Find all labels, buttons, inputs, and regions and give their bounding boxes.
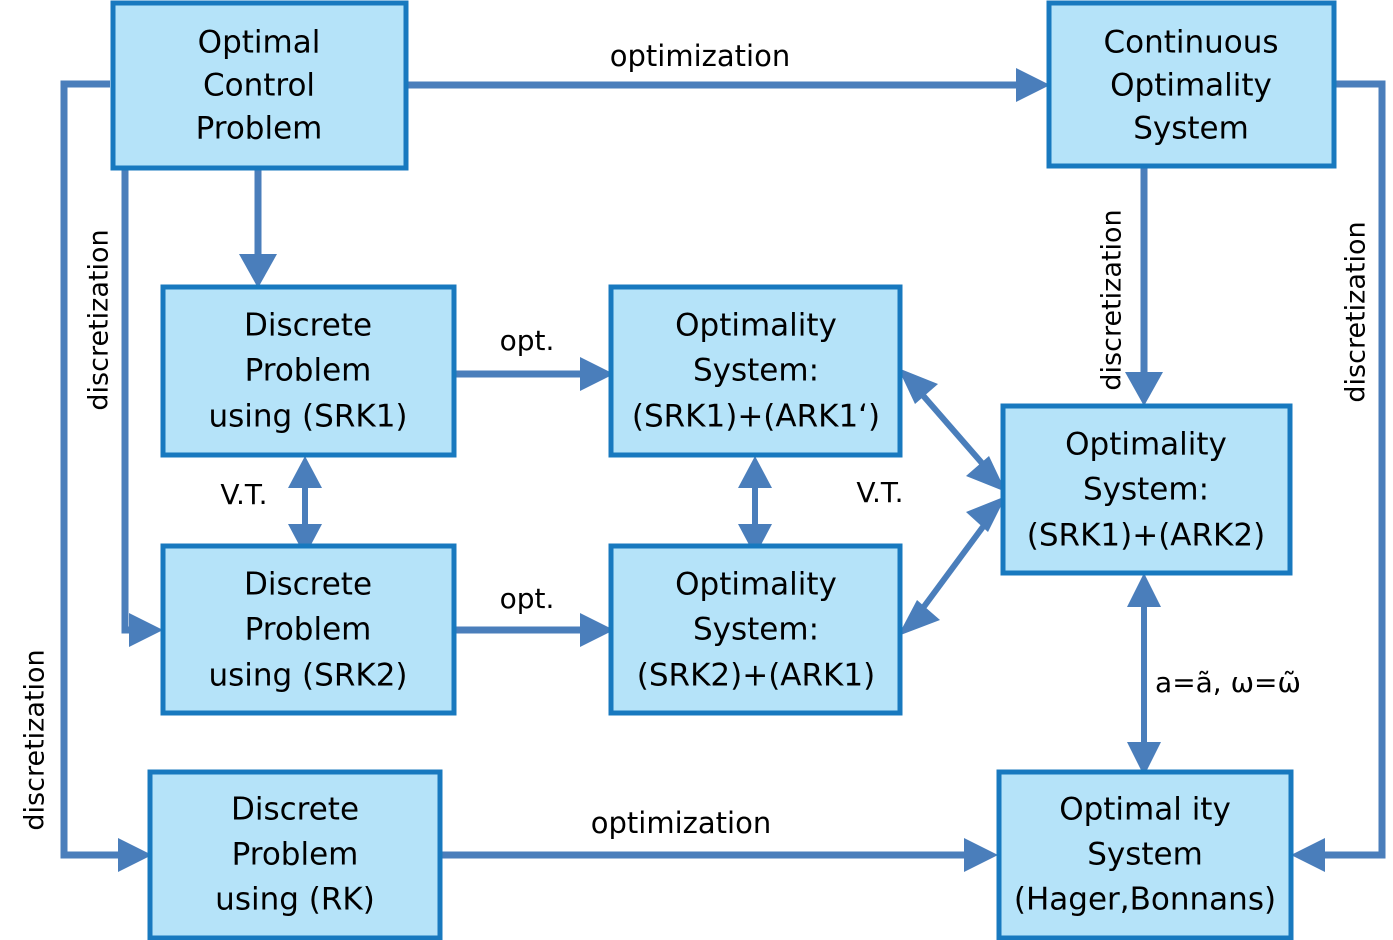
node-line: System: — [693, 353, 819, 389]
node-line: Discrete — [244, 567, 372, 603]
edge-label-vt-right: V.T. — [856, 476, 903, 509]
edge-optimization-top — [406, 68, 1050, 102]
node-line: using (RK) — [215, 882, 375, 918]
node-line: System — [1087, 837, 1203, 873]
node-optimality-system-hager-bonnans[interactable]: Optimal ity System (Hager,Bonnans) — [996, 769, 1294, 940]
edge-ocp-to-srk2 — [121, 170, 163, 647]
node-line: Optimality — [1065, 427, 1227, 463]
edge-label-discretization-left-outer: discretization — [20, 649, 51, 830]
edge-label-optimization-top: optimization — [610, 39, 790, 73]
edge-label-equivalence: a=ã, ω=ω̃ — [1155, 666, 1301, 699]
edge-equivalence — [1127, 573, 1161, 776]
node-line: System: — [693, 612, 819, 648]
edge-cos-to-hager — [1291, 80, 1386, 872]
node-continuous-optimality-system[interactable]: Continuous Optimality System — [1046, 0, 1337, 169]
edge-srk2-to-os-srk2ark1 — [454, 613, 614, 647]
node-line: (Hager,Bonnans) — [1014, 882, 1276, 918]
node-line: using (SRK1) — [208, 399, 407, 435]
node-line: System — [1133, 111, 1249, 147]
node-discrete-problem-srk2[interactable]: Discrete Problem using (SRK2) — [160, 543, 457, 716]
node-optimal-control-problem[interactable]: Optimal Control Problem — [110, 0, 409, 171]
node-line: Control — [203, 68, 315, 104]
edge-vt-middle — [738, 456, 772, 556]
node-discrete-problem-srk1[interactable]: Discrete Problem using (SRK1) — [160, 284, 457, 458]
node-line: Discrete — [244, 308, 372, 344]
node-line: Discrete — [231, 792, 359, 828]
edge-diagonal-upper — [898, 368, 1006, 492]
node-line: Problem — [232, 837, 359, 873]
node-line: Optimality — [675, 308, 837, 344]
node-line: Optimality — [675, 567, 837, 603]
node-line: Optimal ity — [1059, 792, 1231, 828]
edge-label-vt-left: V.T. — [220, 478, 267, 511]
edge-vt-left — [288, 456, 322, 556]
node-optimality-system-srk1-ark1p[interactable]: Optimality System: (SRK1)+(ARK1‘) — [608, 284, 903, 458]
node-line: System: — [1083, 472, 1209, 508]
edge-ocp-to-srk1 — [239, 168, 277, 288]
node-line: Optimal — [198, 25, 321, 61]
edge-label-discretization-left-inner: discretization — [84, 229, 115, 410]
edge-ocp-to-rk — [60, 80, 152, 872]
edge-label-optimization-bottom: optimization — [591, 806, 771, 840]
edge-optimization-bottom — [440, 838, 998, 872]
edge-diagonal-lower — [898, 496, 1006, 636]
node-line: Problem — [245, 353, 372, 389]
edge-label-discretization-right-inner: discretization — [1097, 209, 1128, 390]
node-line: Optimality — [1110, 68, 1272, 104]
edge-label-discretization-right-outer: discretization — [1341, 221, 1372, 402]
node-line: using (SRK2) — [208, 658, 407, 694]
edge-cos-to-srk1ark2 — [1125, 166, 1163, 406]
node-line: (SRK1)+(ARK1‘) — [632, 399, 880, 435]
node-line: Continuous — [1103, 25, 1278, 61]
node-line: (SRK1)+(ARK2) — [1027, 518, 1265, 554]
node-line: Problem — [196, 111, 323, 147]
node-line: Problem — [245, 612, 372, 648]
edge-label-opt-upper: opt. — [500, 324, 555, 357]
node-optimality-system-srk1-ark2[interactable]: Optimality System: (SRK1)+(ARK2) — [1000, 403, 1293, 576]
node-optimality-system-srk2-ark1[interactable]: Optimality System: (SRK2)+(ARK1) — [608, 543, 903, 716]
edge-srk1-to-os-srk1ark1p — [454, 357, 614, 391]
node-discrete-problem-rk[interactable]: Discrete Problem using (RK) — [147, 769, 443, 940]
edge-label-opt-lower: opt. — [500, 582, 555, 615]
node-line: (SRK2)+(ARK1) — [637, 658, 875, 694]
